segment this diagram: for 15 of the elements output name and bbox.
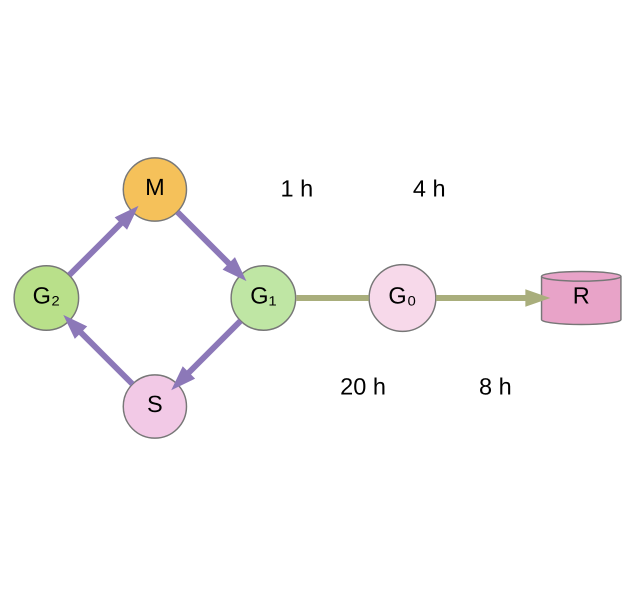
arrow <box>175 210 246 282</box>
node-circle: G₀ <box>368 264 437 332</box>
arrow <box>436 289 550 307</box>
node-circle: S <box>122 374 188 439</box>
label: 4 h <box>412 175 446 202</box>
node-circle: G₁ <box>230 265 296 331</box>
label: 1 h <box>280 175 314 202</box>
node-circle: M <box>122 157 188 222</box>
arrow <box>171 318 242 390</box>
label: 20 h <box>340 374 386 400</box>
arrow <box>67 206 139 278</box>
connector <box>296 295 369 301</box>
arrow <box>63 314 134 386</box>
node-circle: G₂ <box>13 265 80 331</box>
label: 8 h <box>479 374 512 400</box>
